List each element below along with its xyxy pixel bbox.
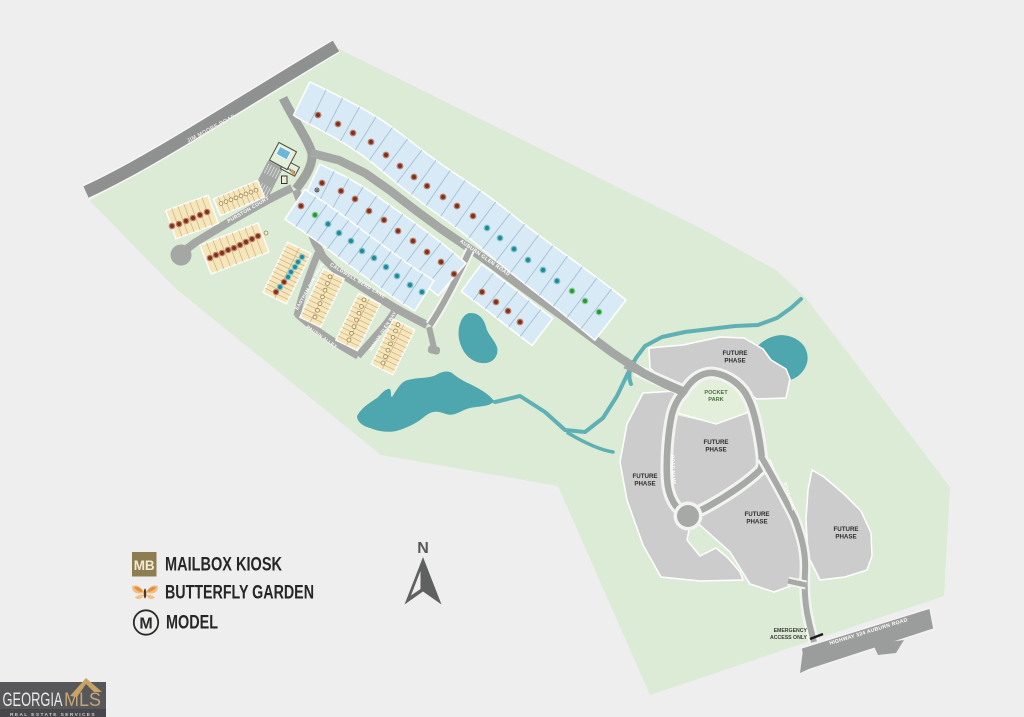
- svg-text:REAL ESTATE SERVICES: REAL ESTATE SERVICES: [10, 712, 96, 717]
- svg-text:MAILBOX KIOSK: MAILBOX KIOSK: [165, 555, 282, 576]
- svg-text:MODEL: MODEL: [166, 613, 218, 634]
- svg-text:PHASE: PHASE: [835, 534, 856, 541]
- svg-text:FUTURE: FUTURE: [722, 350, 747, 357]
- svg-text:PHASE: PHASE: [724, 358, 745, 365]
- svg-text:FUTURE: FUTURE: [833, 526, 858, 533]
- svg-text:PHASE: PHASE: [705, 447, 726, 454]
- svg-text:GEORGIA: GEORGIA: [3, 690, 63, 711]
- svg-text:POCKET: POCKET: [704, 390, 728, 396]
- svg-text:CABANA: CABANA: [282, 164, 297, 174]
- svg-text:ROAD NAME: ROAD NAME: [670, 455, 677, 485]
- svg-text:PHASE: PHASE: [746, 519, 767, 526]
- svg-text:ACCESS ONLY: ACCESS ONLY: [770, 635, 808, 641]
- svg-text:M: M: [139, 616, 152, 633]
- svg-text:FUTURE: FUTURE: [632, 473, 657, 480]
- svg-text:M: M: [316, 189, 319, 193]
- svg-text:FUTURE: FUTURE: [744, 511, 769, 518]
- svg-text:MB: MB: [134, 558, 155, 573]
- svg-text:BUTTERFLY GARDEN: BUTTERFLY GARDEN: [165, 583, 314, 604]
- svg-text:N: N: [417, 540, 429, 557]
- svg-text:PHASE: PHASE: [634, 481, 655, 488]
- svg-text:FUTURE: FUTURE: [703, 439, 728, 446]
- svg-text:MLS: MLS: [64, 690, 101, 711]
- svg-text:EMERGENCY: EMERGENCY: [774, 628, 808, 634]
- svg-text:PARK: PARK: [708, 397, 723, 403]
